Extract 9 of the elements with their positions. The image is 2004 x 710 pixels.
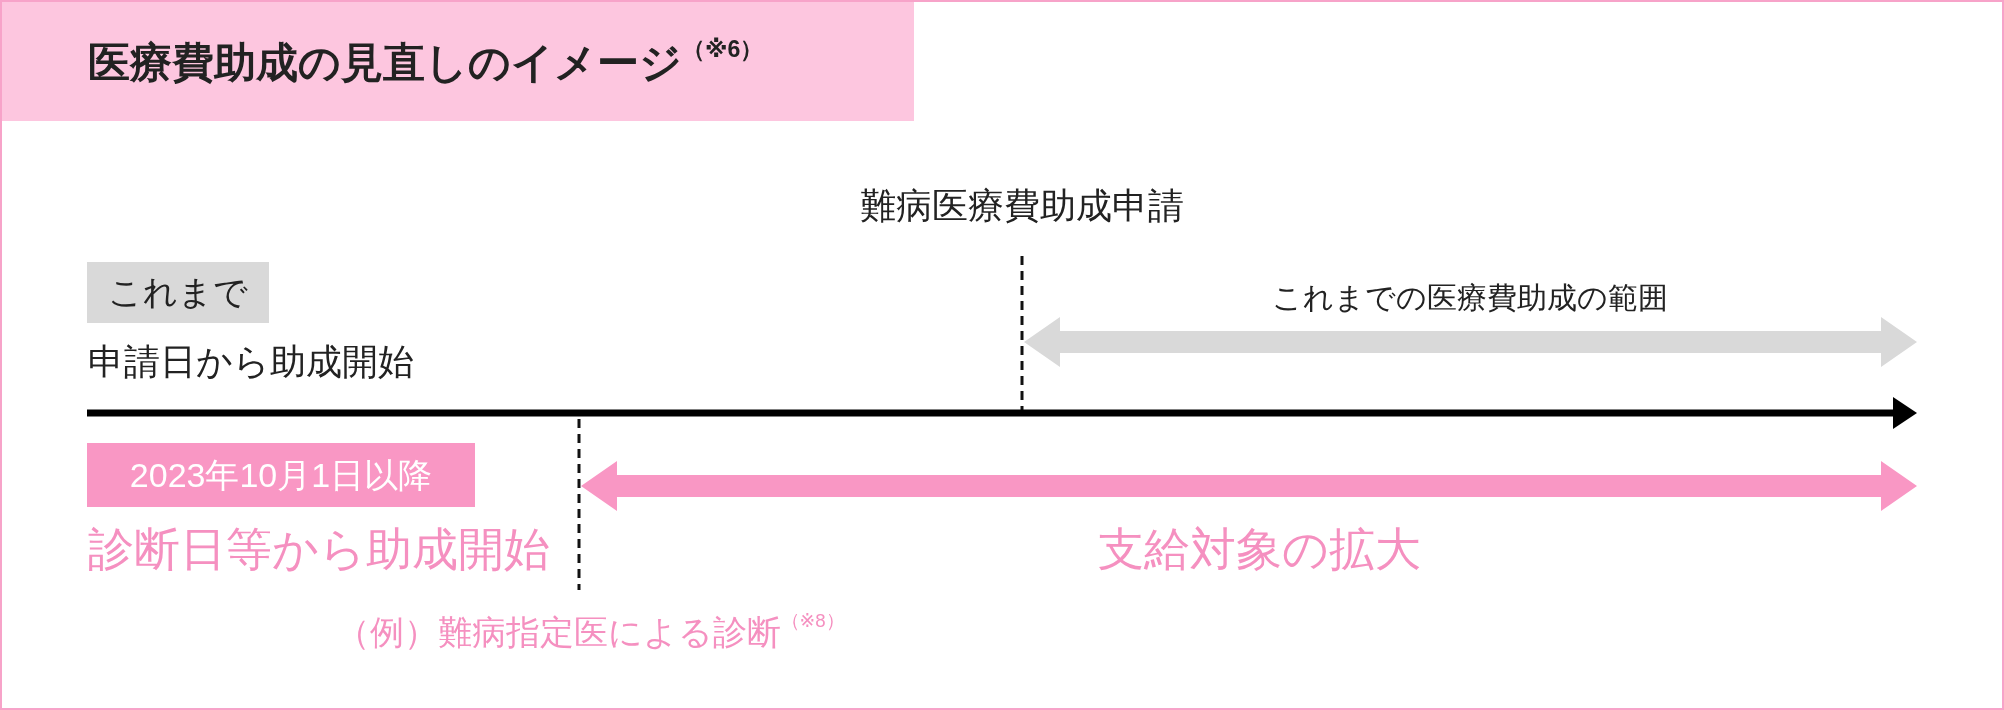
description-text: 診断日等から助成開始 bbox=[88, 522, 550, 577]
range-label: 支給対象の拡大 bbox=[1097, 522, 1421, 577]
title: 医療費助成の見直しのイメージ$^{（※6）}$ bbox=[88, 38, 764, 88]
range-label: これまでの医療費助成の範囲 bbox=[1272, 280, 1668, 316]
note-text: （例）難病指定医による診断$^{（※8）}$ bbox=[335, 612, 845, 653]
period-tag: これまで bbox=[87, 262, 269, 323]
description-text: 申請日から助成開始 bbox=[88, 340, 414, 384]
period-tag: 2023年10月1日以降 bbox=[87, 443, 475, 507]
event-label: 難病医療費助成申請 bbox=[860, 184, 1184, 228]
